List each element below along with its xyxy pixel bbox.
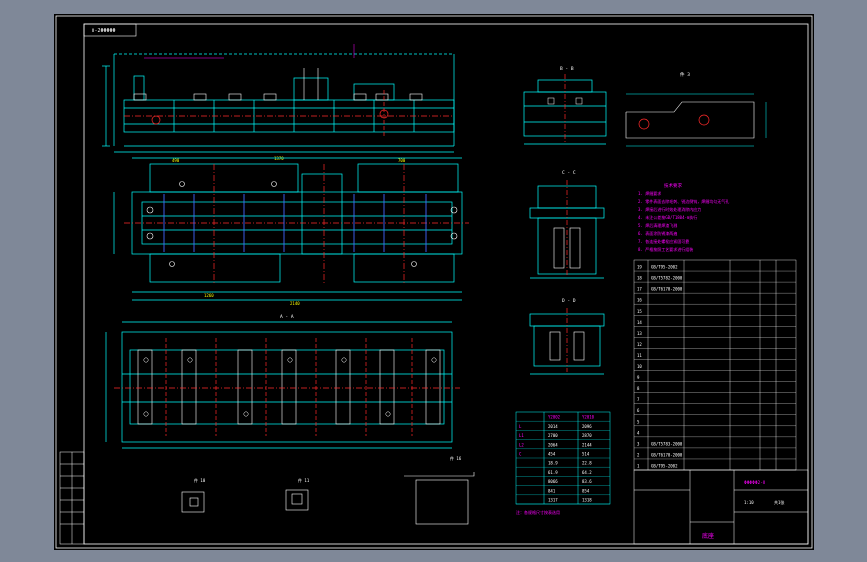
parts-row-index: 15: [637, 309, 642, 314]
parts-row-code: GB/T5782-2000: [651, 276, 683, 281]
parts-row-index: 16: [637, 298, 642, 303]
size-cell: 1317: [548, 498, 558, 503]
size-cell: L2: [519, 442, 524, 447]
note-line: 5. 焊后清理焊渣飞溅: [638, 222, 677, 228]
detail-16-label: 件 16: [450, 455, 462, 461]
parts-row-code: GB/T6170-2000: [651, 287, 683, 292]
size-cell: 61.9: [548, 470, 558, 475]
front-elevation-view: 1370: [102, 44, 455, 161]
title-block: ΦΦΦΦΦ2-Ⅱ 底座 1:10 共1张: [633, 469, 809, 545]
note-line: 2. 零件表面去除毛刺、锐边倒钝，焊缝均匀无气孔: [638, 198, 729, 204]
note-line: 4. 未注公差按GB/T1804-m执行: [638, 214, 697, 220]
parts-row-index: 18: [637, 276, 642, 281]
detail-10-label: 件 10: [194, 477, 206, 483]
parts-row-index: 4: [637, 430, 640, 435]
plan-dim-width: 2140: [290, 301, 300, 306]
parts-row-index: 13: [637, 331, 642, 336]
title-part-name: 底座: [702, 532, 714, 540]
notes-heading: 技术要求: [664, 182, 682, 189]
size-cell: 2096: [582, 424, 592, 429]
detail-part-3: 件 3: [625, 71, 767, 147]
parts-row-code: GB/T6170-2000: [651, 452, 683, 457]
front-dim-top: 1370: [274, 156, 284, 161]
parts-row-code: GB/T95-2002: [651, 464, 678, 469]
technical-notes: 技术要求 1. 焊缝要求 2. 零件表面去除毛刺、锐边倒钝，焊缝均匀无气孔 3.…: [638, 182, 729, 252]
size-cell: 64.2: [582, 470, 592, 475]
parts-row-index: 11: [637, 353, 642, 358]
parts-row-index: 14: [637, 320, 642, 325]
section-a-view: A - A: [105, 314, 460, 449]
parts-row-index: 10: [637, 364, 642, 369]
size-cell: 18.9: [548, 461, 558, 466]
parts-row-index: 19: [637, 265, 642, 270]
cad-drawing: Ⅱ-2ΦΦΦΦΦ: [55, 15, 813, 549]
section-b-view: B - B: [523, 66, 607, 145]
parts-row-index: 12: [637, 342, 642, 347]
size-cell: 2144: [582, 442, 592, 447]
size-cell: 1318: [582, 498, 592, 503]
top-stamp: Ⅱ-2ΦΦΦΦΦ: [83, 23, 137, 37]
size-footnote: 注：各规格尺寸按表选用: [516, 509, 560, 515]
plan-dim-right: 700: [398, 158, 406, 163]
note-line: 1. 焊缝要求: [638, 190, 661, 196]
stamp-text: Ⅱ-2ΦΦΦΦΦ: [92, 28, 116, 34]
parts-row-index: 5: [637, 419, 640, 424]
small-detail-11: 件 11: [285, 477, 310, 511]
small-detail-10: 件 10: [181, 477, 206, 513]
title-scale: 1:10: [744, 500, 754, 505]
parts-row-index: 3: [637, 441, 640, 446]
size-cell: 8066: [548, 479, 558, 484]
parts-row-index: 1: [637, 464, 640, 469]
section-c-view: C - C: [529, 170, 605, 279]
size-cell: 83.6: [582, 479, 592, 484]
note-line: 6. 表面涂防锈漆两遍: [638, 230, 677, 236]
size-cell: 854: [582, 488, 590, 493]
parts-row-index: 9: [637, 375, 640, 380]
section-d-label: D - D: [562, 298, 576, 304]
title-drawing-number: ΦΦΦΦΦ2-Ⅱ: [744, 480, 765, 486]
detail-11-label: 件 11: [298, 477, 310, 483]
size-cell: L: [519, 424, 522, 429]
parts-row-index: 2: [637, 452, 640, 457]
small-detail-16: 件 16: [404, 455, 475, 525]
section-d-view: D - D: [529, 298, 605, 375]
side-revision-table: [59, 451, 85, 545]
drawing-frame: [83, 23, 809, 545]
size-cell: 2870: [582, 433, 592, 438]
section-b-label: B - B: [560, 66, 574, 72]
size-header-cell: Y2010: [582, 415, 595, 420]
section-c-label: C - C: [562, 170, 576, 176]
plan-dim-sub: 1260: [204, 293, 214, 298]
parts-row-code: GB/T95-2002: [651, 265, 678, 270]
parts-row-index: 6: [637, 408, 640, 413]
size-header-cell: Y2002: [548, 415, 561, 420]
plan-view: 490 700 1260 2140: [113, 157, 469, 306]
parts-row-index: 7: [637, 397, 640, 402]
size-cell: 2700: [548, 433, 558, 438]
size-cell: 454: [548, 452, 556, 457]
parts-row-code: GB/T5783-2000: [651, 441, 683, 446]
note-line: 3. 焊接后进行时效处理消除内应力: [638, 206, 701, 212]
size-cell: 22.8: [582, 461, 592, 466]
parts-row-index: 17: [637, 287, 642, 292]
section-a-label: A - A: [280, 314, 294, 320]
size-cell: C: [519, 452, 522, 457]
sheet-border: [55, 15, 813, 549]
detail-label: 件 3: [680, 71, 690, 78]
size-cell: 841: [548, 488, 556, 493]
size-cell: 2014: [548, 424, 558, 429]
size-cell: 514: [582, 452, 590, 457]
note-line: 7. 各连接处螺栓应紧固可靠: [638, 238, 689, 244]
drawing-sheet: Ⅱ-2ΦΦΦΦΦ: [54, 14, 814, 550]
plan-dim-left: 490: [172, 158, 180, 163]
size-cell: 2064: [548, 442, 558, 447]
size-cell: L1: [519, 433, 524, 438]
note-line: 8. 严格按照工艺要求进行组装: [638, 246, 693, 252]
parts-row-index: 8: [637, 386, 640, 391]
title-sheet: 共1张: [774, 499, 784, 505]
